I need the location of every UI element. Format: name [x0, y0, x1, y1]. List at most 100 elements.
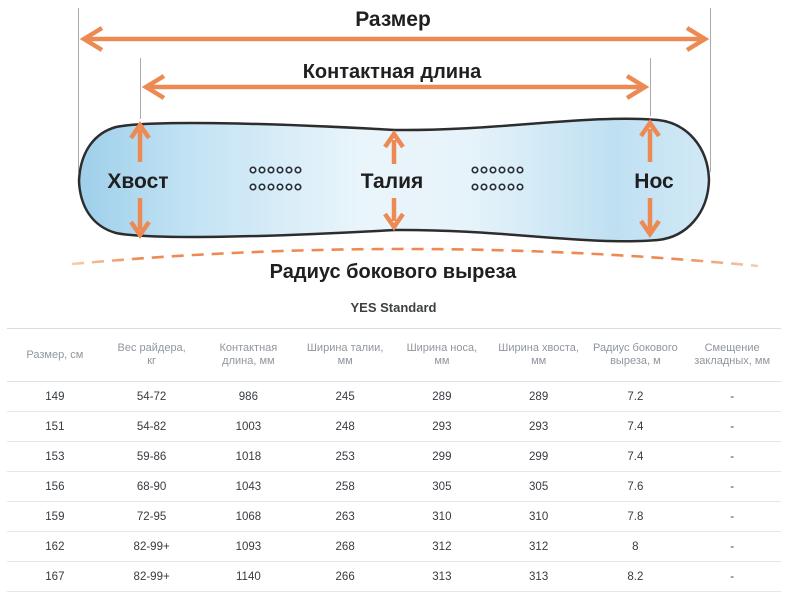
col-header-rider-weight: Вес райдера, кг [103, 328, 200, 382]
table-cell: 1068 [200, 501, 297, 532]
col-header-insert-offset: Смещение закладных, мм [683, 328, 781, 382]
arrowhead-down-icon [639, 219, 661, 238]
table-cell: 7.4 [587, 411, 684, 442]
table-cell: 245 [296, 381, 394, 412]
insert-dots-left [249, 166, 302, 191]
table-cell: 7.6 [587, 471, 684, 502]
table-cell: 313 [490, 561, 587, 592]
table-cell: 310 [393, 501, 491, 532]
table-cell: 312 [393, 531, 491, 562]
nose-width-arrow [639, 119, 661, 238]
table-cell: 7.2 [587, 381, 684, 412]
col-header-nose-width: Ширина носа, мм [393, 328, 491, 382]
table-cell: 986 [200, 381, 297, 412]
snowboard-dimensions-diagram: Размер Контактная длина Хвост Талия Нос … [0, 0, 787, 292]
table-cell: 1003 [200, 411, 297, 442]
table-cell: 1018 [200, 441, 297, 472]
size-label: Размер [355, 8, 431, 31]
arrowhead-left-icon [79, 26, 104, 52]
table-cell: - [683, 381, 781, 412]
table-cell: 263 [296, 501, 394, 532]
table-cell: 1093 [200, 531, 297, 562]
arrowhead-right-icon [685, 26, 710, 52]
size-arrow [79, 26, 710, 52]
sidecut-radius-label: Радиус бокового выреза [270, 261, 518, 283]
measurement-arrows [79, 26, 710, 239]
table-cell: 82-99+ [103, 561, 200, 592]
table-cell: 299 [490, 441, 587, 472]
waist-label: Талия [361, 170, 424, 193]
table-cell: 159 [6, 501, 104, 532]
waist-width-arrow [383, 130, 405, 231]
tail-width-arrow [129, 121, 151, 239]
table-cell: 305 [490, 471, 587, 502]
tail-label: Хвост [107, 170, 168, 193]
col-header-sidecut-radius: Радиус бокового выреза, м [587, 328, 684, 382]
table-cell: - [683, 471, 781, 502]
table-cell: 167 [6, 561, 104, 592]
table-cell: 258 [296, 471, 394, 502]
table-cell: 1140 [200, 561, 297, 592]
table-cell: 268 [296, 531, 394, 562]
table-cell: - [683, 441, 781, 472]
nose-label: Нос [634, 170, 674, 193]
table-cell: 68-90 [103, 471, 200, 502]
table-cell: 156 [6, 471, 104, 502]
contact-length-label: Контактная длина [303, 61, 482, 83]
table-cell: 305 [393, 471, 491, 502]
arrowhead-up-icon [383, 130, 405, 149]
snowboard-outline [77, 117, 711, 243]
arrowhead-down-icon [383, 212, 405, 231]
table-cell: - [683, 531, 781, 562]
col-header-tail-width: Ширина хвоста, мм [490, 328, 587, 382]
table-title: YES Standard [350, 300, 437, 315]
table-cell: 8.2 [587, 561, 684, 592]
col-header-size: Размер, см [6, 328, 104, 382]
table-cell: 289 [393, 381, 491, 412]
table-cell: 7.4 [587, 441, 684, 472]
table-cell: 312 [490, 531, 587, 562]
measure-guide-lines [78, 8, 711, 172]
table-cell: 59-86 [103, 441, 200, 472]
table-cell: 7.8 [587, 501, 684, 532]
table-cell: - [683, 411, 781, 442]
table-cell: 8 [587, 531, 684, 562]
diagram-canvas: Размер Контактная длина Хвост Талия Нос … [71, 8, 759, 283]
table-cell: 253 [296, 441, 394, 472]
table-cell: 151 [6, 411, 104, 442]
table-cell: 162 [6, 531, 104, 562]
col-header-waist-width: Ширина талии, мм [296, 328, 394, 382]
table-cell: 313 [393, 561, 491, 592]
table-cell: 153 [6, 441, 104, 472]
contact-length-arrow [141, 74, 650, 100]
table-cell: 82-99+ [103, 531, 200, 562]
table-cell: 1043 [200, 471, 297, 502]
table-cell: 293 [393, 411, 491, 442]
sidecut-radius-arc [71, 247, 759, 268]
table-cell: 54-82 [103, 411, 200, 442]
table-header-row: Размер, см Вес райдера, кг Контактная дл… [6, 328, 781, 382]
insert-dots-right [471, 166, 524, 191]
table-cell: 54-72 [103, 381, 200, 412]
table-cell: 289 [490, 381, 587, 412]
arrowhead-up-icon [639, 119, 661, 138]
table-cell: 293 [490, 411, 587, 442]
table-cell: 248 [296, 411, 394, 442]
size-table-section: YES Standard Размер, см Вес райдера, кг … [0, 299, 787, 592]
table-cell: - [683, 561, 781, 592]
table-cell: 72-95 [103, 501, 200, 532]
table-cell: 299 [393, 441, 491, 472]
arrowhead-down-icon [129, 220, 151, 239]
table-cell: 310 [490, 501, 587, 532]
table-cell: - [683, 501, 781, 532]
table-cell: 266 [296, 561, 394, 592]
size-spec-table: Размер, см Вес райдера, кг Контактная дл… [6, 328, 781, 592]
